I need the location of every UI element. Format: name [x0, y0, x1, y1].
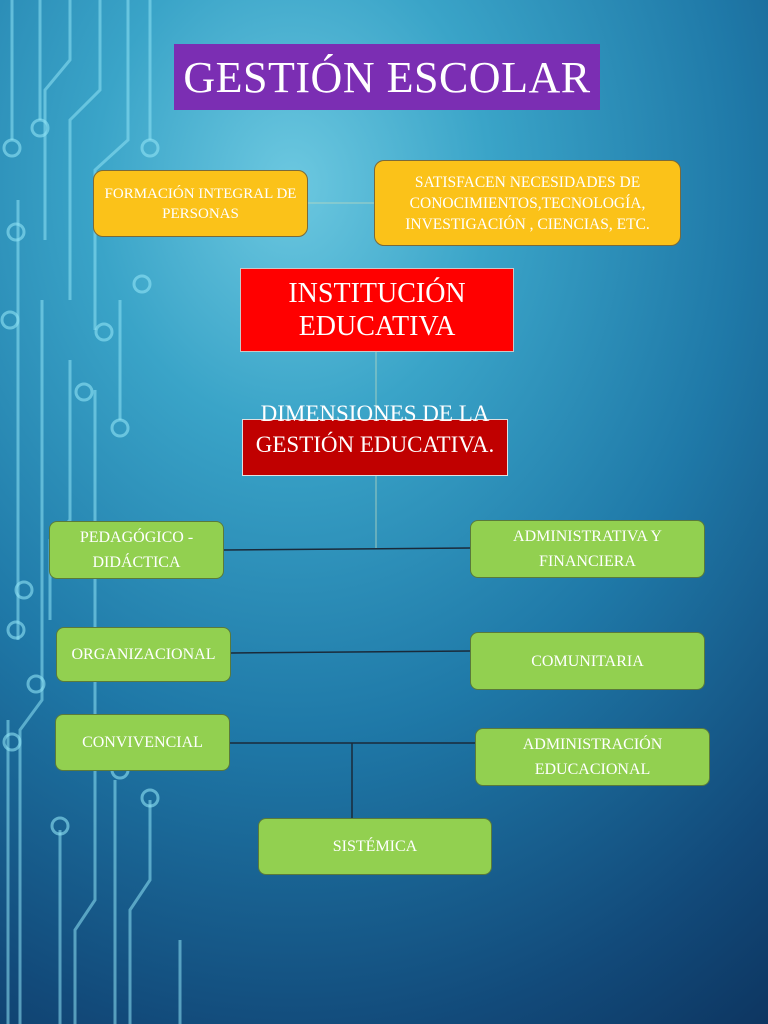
- pedagogico-box: PEDAGÓGICO - DIDÁCTICA: [49, 521, 224, 579]
- sistemica-box: SISTÉMICA: [258, 818, 492, 875]
- organizacional-box: ORGANIZACIONAL: [56, 627, 231, 682]
- formacion-integral-box: FORMACIÓN INTEGRAL DE PERSONAS: [93, 170, 308, 237]
- institucion-educativa-box: INSTITUCIÓN EDUCATIVA: [240, 268, 514, 352]
- administracion-educacional-box: ADMINISTRACIÓN EDUCACIONAL: [475, 728, 710, 786]
- comunitaria-box: COMUNITARIA: [470, 632, 705, 690]
- convivencial-box: CONVIVENCIAL: [55, 714, 230, 771]
- administrativa-box: ADMINISTRATIVA Y FINANCIERA: [470, 520, 705, 578]
- dimensiones-label: DIMENSIONES DE LA GESTIÓN EDUCATIVA.: [255, 401, 495, 457]
- satisfacen-necesidades-box: SATISFACEN NECESIDADES DE CONOCIMIENTOS,…: [374, 160, 681, 246]
- dimensiones-box: [242, 419, 508, 476]
- page-title: GESTIÓN ESCOLAR: [174, 44, 600, 110]
